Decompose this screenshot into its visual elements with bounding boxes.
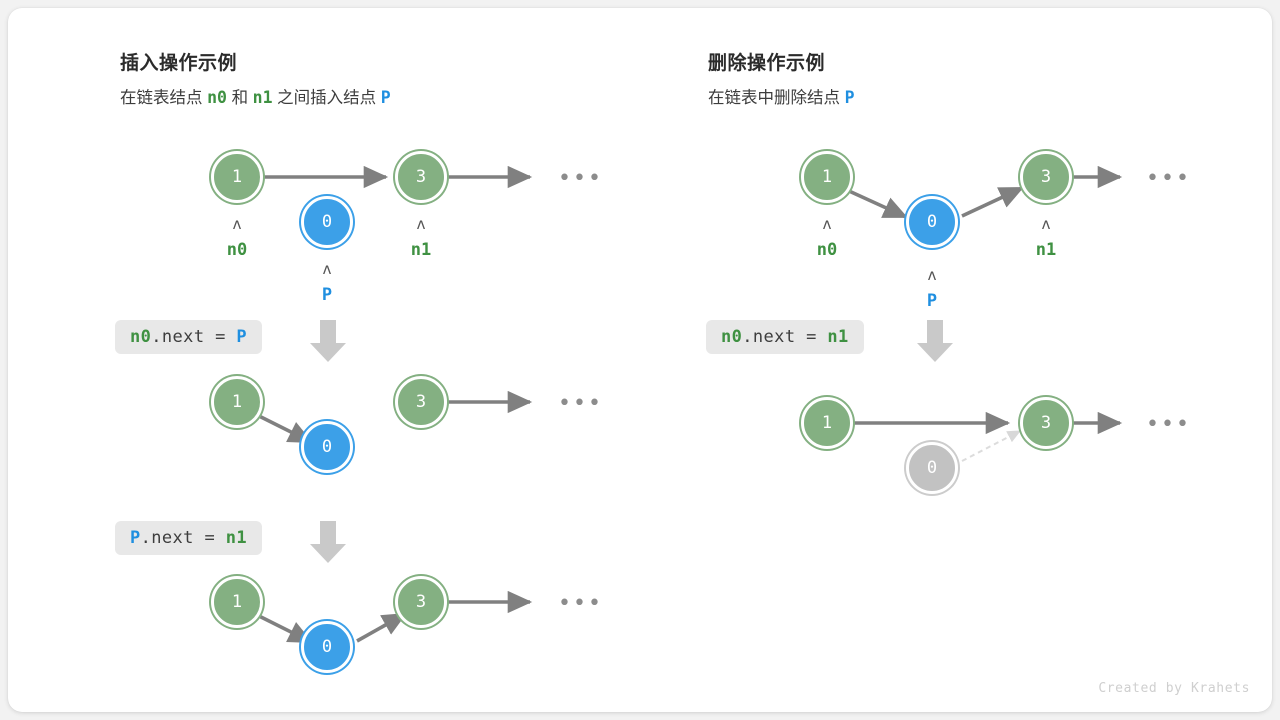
node-n1-row2: 3 [395,376,447,428]
node-n1-del-row2: 3 [1020,397,1072,449]
label-n0-del-row1: n0 [816,240,838,260]
node-n1-row1: 3 [395,151,447,203]
caret-n0-row1: ʌ [232,215,242,233]
code-prop-next-2: .next = [140,528,226,548]
caret-p-row1: ʌ [322,260,332,278]
code-target-p: P [130,528,141,548]
label-n0-row1: n0 [226,240,248,260]
down-arrow-delete-step1 [917,320,953,362]
code-chip-insert-step2: P.next = n1 [115,521,263,555]
code-value-n1-del: n1 [827,327,849,347]
connector-layer [258,165,1123,644]
subtitle-arg-n1: n1 [252,88,273,107]
code-target-n0-del: n0 [721,327,743,347]
panel-subtitle-delete: 在链表中删除结点 P [708,84,855,108]
ellipsis-row3-left: ••• [558,591,603,616]
node-p-removed: 0 [906,442,958,494]
node-n0-row1: 1 [211,151,263,203]
ellipsis-row1-left: ••• [558,166,603,191]
subtitle-arg-p: P [380,88,391,107]
caret-n1-del-row1: ʌ [1041,215,1051,233]
code-prop-next-del: .next = [742,327,828,347]
code-chip-delete-step1: n0.next = n1 [706,320,864,354]
label-n1-del-row1: n1 [1035,240,1057,260]
node-n0-row3: 1 [211,576,263,628]
node-n0-del-row2: 1 [801,397,853,449]
node-n1-row3: 3 [395,576,447,628]
label-p-row1: P [321,285,333,305]
label-p-del-row1: P [926,291,938,311]
node-n1-del-row1: 3 [1020,151,1072,203]
node-p-row3: 0 [301,621,353,673]
label-n1-row1: n1 [410,240,432,260]
panel-title-delete: 删除操作示例 [708,53,826,74]
down-arrow-insert-step1 [310,320,346,362]
subtitle-text-pre: 在链表结点 [120,89,203,107]
node-p-row2: 0 [301,421,353,473]
credit-text: Created by Krahets [1098,681,1250,696]
down-arrow-insert-step2 [310,521,346,563]
code-prop-next: .next = [151,327,237,347]
code-chip-insert-step1: n0.next = P [115,320,263,354]
subtitle-text-mid: 和 [231,89,249,107]
caret-n1-row1: ʌ [416,215,426,233]
ellipsis-row2-left: ••• [558,391,603,416]
caret-p-del-row1: ʌ [927,266,937,284]
ellipsis-del-row2: ••• [1146,412,1191,437]
node-p-del-row1: 0 [906,196,958,248]
panel-subtitle-insert: 在链表结点 n0 和 n1 之间插入结点 P [120,84,391,108]
node-n0-del-row1: 1 [801,151,853,203]
code-target-n0: n0 [130,327,152,347]
ellipsis-del-row1: ••• [1146,166,1191,191]
subtitle-text-post: 之间插入结点 [277,89,377,107]
panel-title-insert: 插入操作示例 [120,53,238,74]
caret-n0-del-row1: ʌ [822,215,832,233]
figure-card: 插入操作示例 在链表结点 n0 和 n1 之间插入结点 P 1 0 3 ••• … [8,8,1272,712]
code-value-p: P [236,327,248,347]
node-n0-row2: 1 [211,376,263,428]
subtitle-delete-arg-p: P [844,88,855,107]
subtitle-arg-n0: n0 [207,88,227,107]
node-p-row1: 0 [301,196,353,248]
code-value-n1: n1 [225,528,248,548]
subtitle-delete-text: 在链表中删除结点 [708,89,840,107]
